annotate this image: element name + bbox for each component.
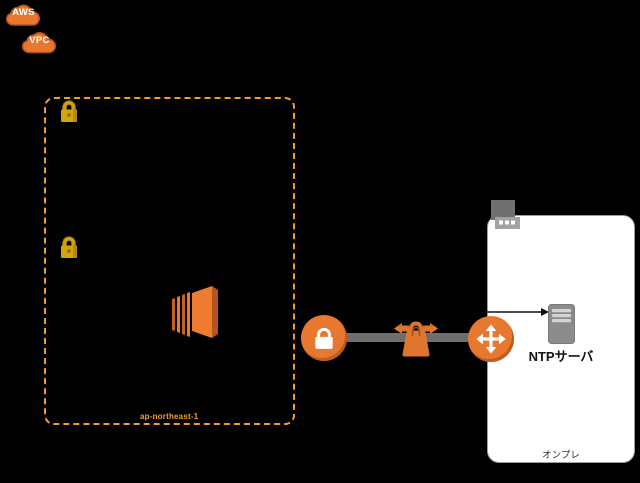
- ntp-server-label: NTPサーバ: [528, 349, 594, 364]
- onpremise-label: オンプレ: [542, 450, 580, 461]
- vpn-connection-icon: [394, 321, 438, 357]
- white-lock-icon: [315, 327, 333, 349]
- arrow-to-server-icon: [487, 308, 549, 316]
- vpc-cloud-label: VPC: [29, 35, 50, 46]
- corporate-data-center-icon: [491, 200, 520, 229]
- vpc-boundary: [44, 97, 295, 425]
- ec2-instance-icon: [172, 286, 218, 338]
- aws-cloud-icon: AWS: [5, 3, 42, 26]
- cloud-icon: [5, 4, 41, 26]
- ntp-server-icon: [548, 304, 575, 344]
- cloud-icon: [21, 32, 57, 54]
- vpn-gateway-circle-icon: [468, 316, 514, 362]
- security-lock-circle-icon: [301, 315, 347, 361]
- subnet-lock-middle-icon: [61, 236, 77, 258]
- subnet-lock-top-icon: [61, 100, 77, 122]
- vpc-cloud-icon: VPC: [21, 30, 58, 54]
- availability-zone-label: ap-northeast-1: [138, 411, 201, 422]
- four-way-arrows-icon: [476, 324, 506, 354]
- aws-cloud-label: AWS: [12, 7, 35, 18]
